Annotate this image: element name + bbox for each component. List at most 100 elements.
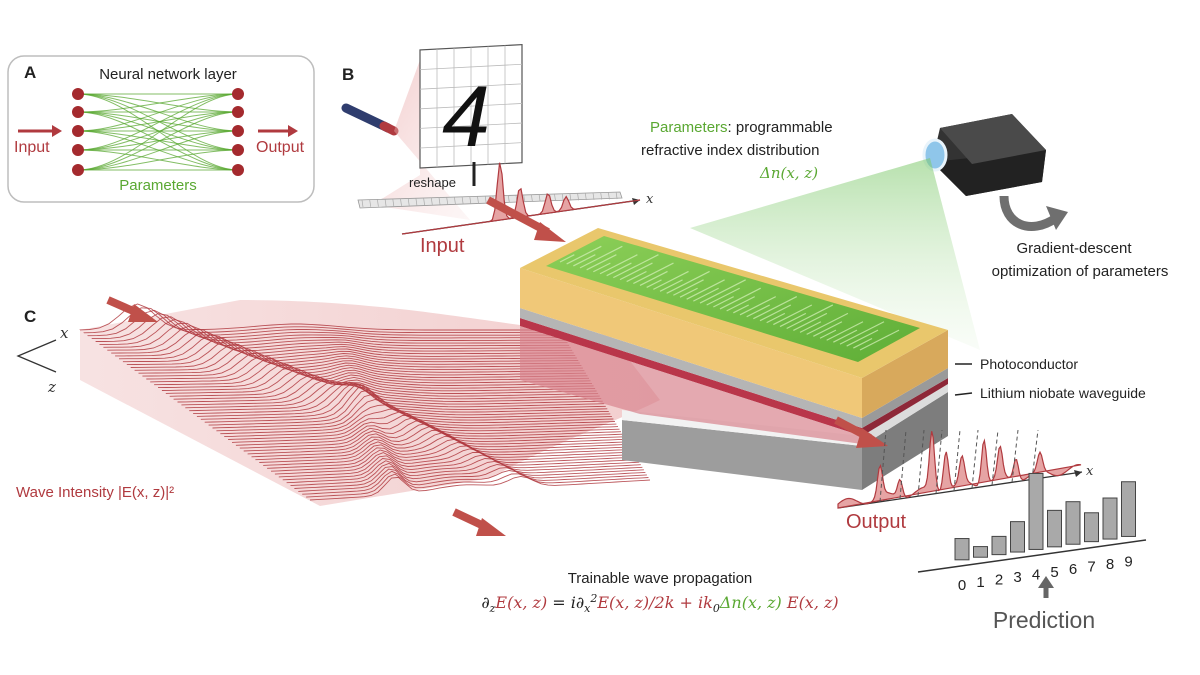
- input-node: [72, 125, 84, 137]
- panel-b-letter: B: [342, 65, 354, 84]
- strip-tick: [569, 193, 572, 201]
- input-profile: [401, 162, 641, 235]
- detector-dash: [991, 429, 999, 486]
- wave-line: [302, 470, 647, 495]
- parameters-word: Parameters: [650, 119, 728, 136]
- strip-tick: [384, 199, 387, 207]
- wave-line: [243, 423, 625, 452]
- index-streak: [566, 245, 602, 265]
- index-streak: [753, 296, 798, 320]
- strip-tick: [454, 197, 456, 205]
- index-streak: [706, 287, 740, 306]
- network-connections: [77, 93, 239, 171]
- gradient-label-line2: optimization of parameters: [992, 263, 1169, 280]
- detector-dash: [1011, 429, 1019, 483]
- eq-term2: E(x, z)/2k + ik: [596, 593, 712, 612]
- trainable-label: Trainable wave propagation: [568, 570, 753, 587]
- prediction-digit-label: 9: [1124, 553, 1132, 570]
- index-streak: [853, 337, 873, 349]
- panel-a-letter: A: [24, 63, 36, 82]
- index-streak: [746, 304, 771, 318]
- output-profile: [837, 431, 1082, 509]
- wave-line: [173, 374, 597, 400]
- wave-line: [134, 346, 582, 371]
- connection: [77, 149, 239, 171]
- gradient-label-line1: Gradient-descent: [1016, 240, 1132, 257]
- output-node: [232, 144, 244, 156]
- eq-sub-x: x: [584, 602, 591, 615]
- output-node: [232, 125, 244, 137]
- prediction-bar: [1065, 501, 1081, 545]
- connection: [77, 93, 239, 151]
- index-streak: [739, 296, 777, 316]
- prediction-bar: [991, 535, 1007, 556]
- wave-line: [247, 426, 626, 455]
- wave-line: [165, 369, 594, 394]
- projector-icon: [922, 114, 1046, 196]
- wave-line: [130, 343, 580, 368]
- wave-line: [231, 414, 620, 443]
- strip-tick: [523, 194, 526, 203]
- eq-laplace: = i∂: [547, 593, 584, 612]
- refractive-index-pattern: [546, 236, 920, 362]
- wave-line: [306, 473, 649, 498]
- connection: [77, 93, 239, 113]
- index-streak: [799, 321, 822, 333]
- wave-line: [122, 337, 577, 363]
- wave-line: [290, 460, 643, 487]
- waveguide-label: Lithium niobate waveguide: [980, 385, 1146, 401]
- strip-tick: [507, 195, 510, 203]
- wave-line: [189, 381, 603, 412]
- index-streak: [619, 262, 653, 281]
- gradient-loop-arrow: [999, 195, 1059, 231]
- prediction-arrow-head: [1038, 576, 1054, 588]
- panel-c-z-axis: z: [47, 378, 56, 396]
- waveguide-glow: [520, 326, 862, 444]
- digit-card: 4: [419, 44, 523, 169]
- strip-tick: [361, 199, 364, 208]
- wave-line: [193, 381, 605, 415]
- strip-tick: [415, 198, 418, 206]
- detector-dash: [971, 429, 979, 489]
- wave-line: [208, 389, 611, 426]
- grid-line: [420, 142, 522, 149]
- xz-axes: [16, 339, 57, 373]
- wave-line: [161, 366, 593, 391]
- prediction-bar: [1047, 509, 1062, 548]
- wave-line: [274, 448, 637, 475]
- wave-line: [118, 334, 576, 360]
- wave-line: [91, 313, 565, 340]
- index-streak: [793, 312, 828, 331]
- prediction-digit-label: 4: [1032, 566, 1040, 583]
- strip-tick: [392, 198, 395, 207]
- buffer-layer-right: [862, 368, 948, 428]
- panel-a: A Neural network layer Input Output Para…: [7, 55, 315, 203]
- prediction-digit-label: 0: [958, 577, 966, 594]
- index-streak: [733, 304, 750, 314]
- wave-line: [235, 417, 622, 446]
- index-streak: [646, 279, 662, 288]
- wave-exit-arrow-head: [476, 518, 506, 536]
- strip-tick: [531, 194, 533, 202]
- prediction-digit-label: 7: [1087, 559, 1095, 576]
- mnist-digit: 4: [442, 69, 490, 165]
- photoconductor-right: [862, 330, 948, 418]
- panel-c: C x z Wave Intensity |E(x, z)|² Trainabl…: [16, 296, 839, 615]
- strip-tick: [423, 198, 425, 206]
- wave-line: [286, 458, 641, 484]
- strip-tick: [430, 197, 433, 205]
- photoconductor-label: Photoconductor: [980, 356, 1078, 372]
- substrate-left-face: [622, 420, 862, 490]
- strip-tick: [600, 192, 603, 200]
- detector-dash: [879, 429, 887, 502]
- panel-a-title: Neural network layer: [99, 66, 237, 83]
- wave-propagation-lines: [79, 303, 651, 501]
- index-streak: [686, 279, 725, 300]
- wave-line: [154, 360, 590, 386]
- detector-dashes: [879, 429, 1039, 502]
- prediction-bar: [973, 546, 988, 558]
- strip-tick: [469, 196, 472, 204]
- index-streak: [699, 279, 746, 304]
- parameters-rest: : programmable: [728, 119, 833, 136]
